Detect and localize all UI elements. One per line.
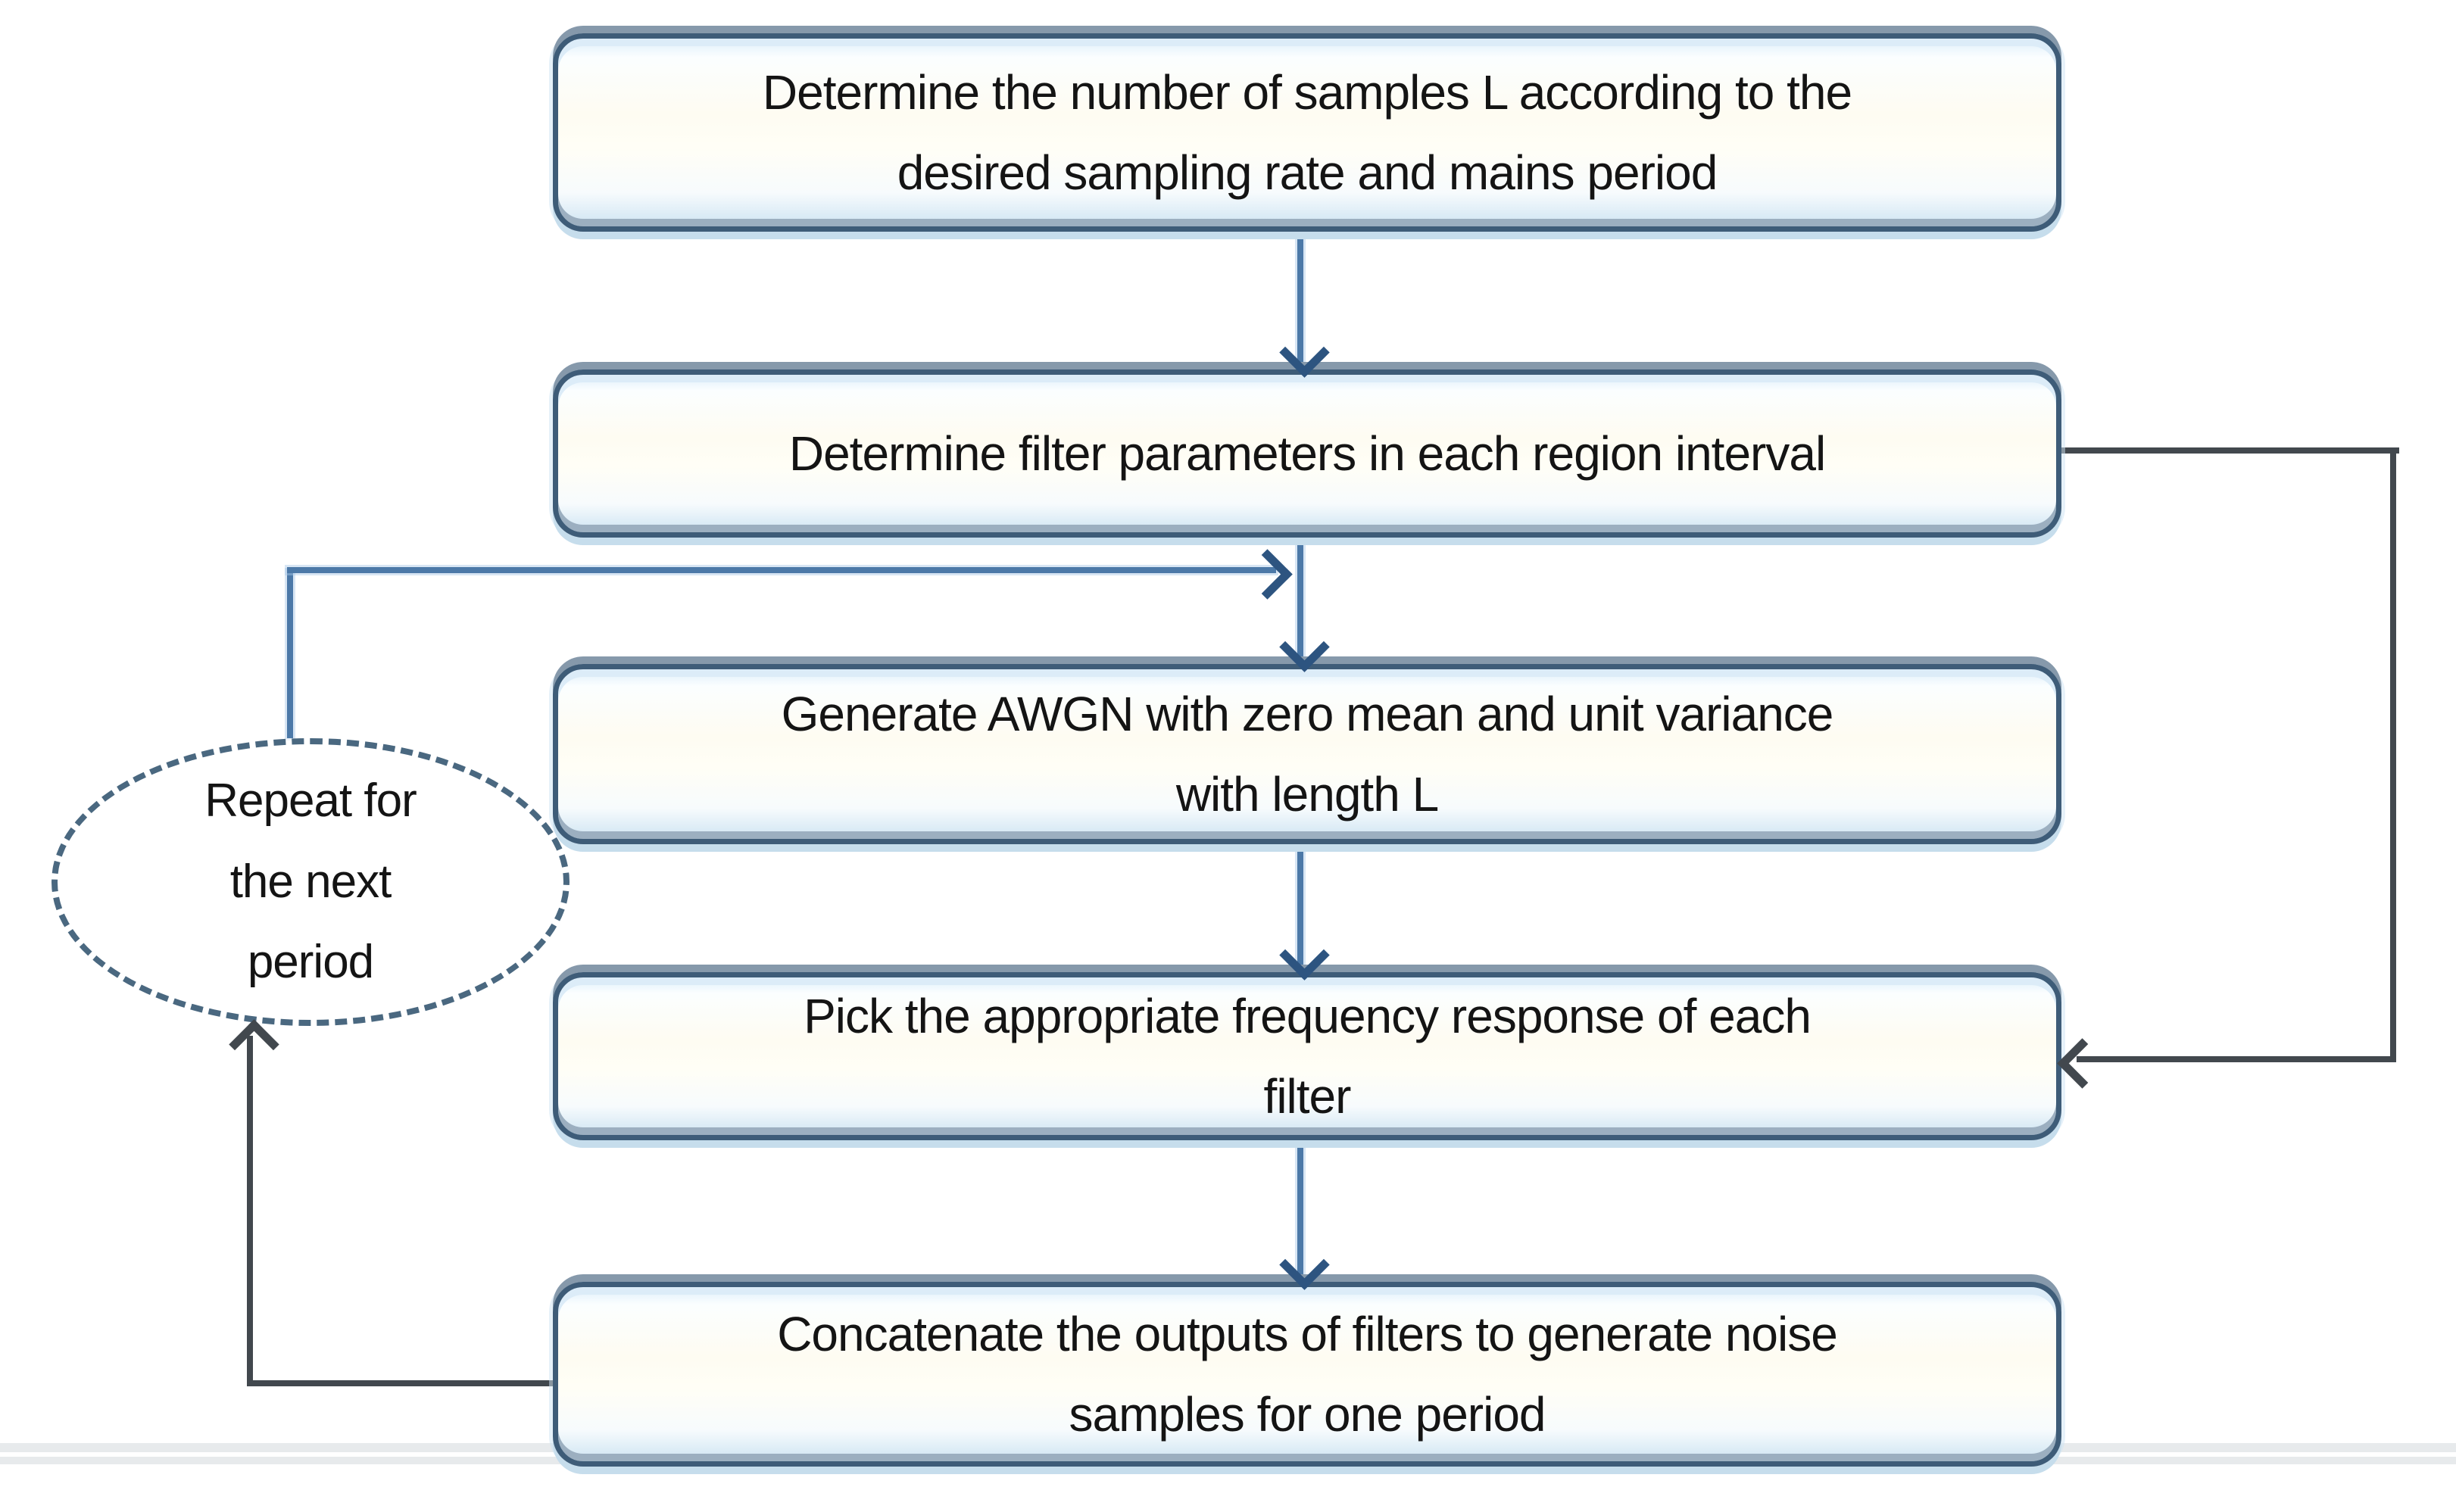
box-text-line: filter bbox=[1263, 1069, 1352, 1124]
process-box-generate-awgn: Generate AWGN with zero mean and unit va… bbox=[553, 664, 2061, 844]
arrow-samples-to-params-shaft bbox=[1297, 232, 1303, 366]
arrow-params-to-awgn-shaft bbox=[1297, 538, 1303, 661]
process-box-determine-samples: Determine the number of samples L accord… bbox=[553, 33, 2061, 232]
process-box-determine-filter-params: Determine filter parameters in each regi… bbox=[553, 369, 2061, 538]
ellipse-text-line: Repeat for bbox=[204, 775, 417, 828]
box-text-line: Generate AWGN with zero mean and unit va… bbox=[781, 686, 1834, 741]
loop-right-bottom-segment bbox=[2077, 1056, 2396, 1062]
repeat-loop-ellipse: Repeat for the next period bbox=[51, 738, 570, 1026]
box-text-line: Pick the appropriate frequency response … bbox=[804, 988, 1812, 1043]
loop-left-vertical-segment bbox=[247, 1036, 253, 1386]
box-text-line: samples for one period bbox=[1069, 1387, 1546, 1442]
loop-left-arrowhead bbox=[229, 1019, 279, 1070]
process-box-pick-frequency-response: Pick the appropriate frequency response … bbox=[553, 972, 2061, 1140]
box-text-line: with length L bbox=[1175, 767, 1439, 821]
feedback-repeat-horizontal-segment bbox=[287, 567, 1276, 573]
box-text-line: Concatenate the outputs of filters to ge… bbox=[777, 1306, 1838, 1361]
feedback-repeat-arrowhead bbox=[1242, 549, 1293, 600]
loop-right-arrowhead bbox=[2057, 1038, 2108, 1089]
ellipse-text-line: period bbox=[247, 936, 374, 989]
loop-left-bottom-segment bbox=[252, 1380, 553, 1386]
box-text-line: Determine the number of samples L accord… bbox=[762, 64, 1852, 120]
box-text-line: Determine filter parameters in each regi… bbox=[788, 426, 1826, 481]
ellipse-text-line: the next bbox=[229, 855, 392, 908]
process-box-concatenate-outputs: Concatenate the outputs of filters to ge… bbox=[553, 1282, 2061, 1467]
arrow-pick-to-concat-shaft bbox=[1297, 1140, 1303, 1279]
loop-right-vertical-segment bbox=[2390, 447, 2396, 1062]
arrow-awgn-to-pick-shaft bbox=[1297, 844, 1303, 969]
box-text-line: desired sampling rate and mains period bbox=[897, 145, 1718, 200]
feedback-repeat-vertical-segment bbox=[287, 570, 293, 738]
loop-right-top-segment bbox=[2061, 447, 2399, 454]
